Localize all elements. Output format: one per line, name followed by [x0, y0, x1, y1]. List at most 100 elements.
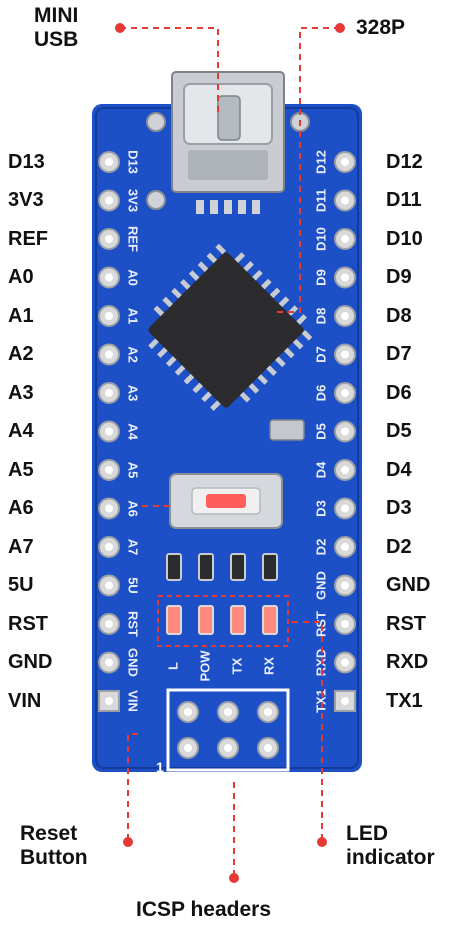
chip-pin: [239, 391, 251, 403]
silk-left-label: VIN: [126, 690, 141, 712]
chip-pin: [287, 305, 299, 316]
pad-hole: [105, 427, 113, 436]
right-pin-label: D4: [386, 459, 412, 481]
silk-left-label: A1: [126, 308, 141, 325]
chip-pin: [206, 252, 218, 264]
silk-left-label: RST: [126, 611, 141, 637]
resistor: [198, 553, 214, 581]
left-pin-label: RST: [8, 613, 48, 635]
chip-pin: [171, 287, 182, 299]
silk-left-label: REF: [126, 226, 141, 252]
silk-left-label: 3V3: [126, 189, 141, 212]
right-pin-label: D6: [386, 382, 412, 404]
chip-pin: [174, 365, 186, 376]
pad-hole: [105, 658, 113, 667]
callout-mini-usb-line1: MINI: [34, 4, 79, 27]
callout-dot-icsp: [229, 873, 239, 883]
left-pin-label: 3V3: [8, 189, 44, 211]
chip-pin: [201, 391, 212, 403]
chip-pin: [157, 347, 168, 358]
chip-pin: [183, 373, 195, 385]
right-pin-label: TX1: [386, 690, 423, 712]
silk-right-label: GND: [313, 571, 328, 600]
pad-hole: [341, 158, 349, 166]
silk-right-label: D10: [313, 227, 328, 251]
pad-hole: [105, 504, 113, 513]
chip-pin: [180, 279, 191, 290]
pcb-body: [92, 104, 362, 772]
pad-hole: [341, 235, 349, 243]
left-pin-label: A2: [8, 343, 34, 365]
left-pin-label: GND: [8, 651, 53, 673]
callout-dot-usb: [115, 23, 125, 33]
silk-right-label: D2: [313, 539, 328, 556]
icsp-header: [166, 688, 290, 772]
led-label: RX: [261, 657, 276, 675]
atmega328p-chip: [148, 243, 313, 411]
silk-left-label: 5U: [126, 577, 141, 594]
pad-hole: [105, 196, 113, 205]
pad-hole: [341, 427, 349, 436]
pad-hole: [341, 658, 349, 667]
led-label: L: [165, 662, 180, 670]
chip-pin: [261, 278, 272, 290]
callout-dots: [115, 23, 345, 883]
chip-pin: [283, 347, 295, 359]
mount-hole: [146, 112, 166, 132]
resistor: [230, 553, 246, 581]
pad-hole: [341, 389, 349, 397]
pad-hole: [224, 744, 232, 752]
callout-led-line2: indicator: [346, 846, 435, 869]
left-pin-label: VIN: [8, 690, 42, 712]
callout-dot-led: [317, 837, 327, 847]
left-pin-label: A4: [8, 420, 34, 442]
pad-hole: [341, 273, 349, 282]
left-pin-label: 5U: [8, 574, 34, 596]
chip-pin: [153, 305, 165, 317]
left-pin-label: A3: [8, 382, 34, 404]
silk-left-label: D13: [126, 150, 141, 174]
right-pin-label: D12: [386, 151, 423, 173]
mini-usb-connector: [171, 71, 285, 214]
silk-left-label: GND: [126, 648, 141, 677]
callout-icsp-text: ICSP headers: [136, 898, 272, 921]
pad-hole: [341, 466, 349, 474]
silk-right-label: D8: [313, 308, 328, 325]
silk-left-label: A2: [126, 346, 141, 363]
silk-right-label: D12: [313, 150, 328, 174]
reset-button: [169, 473, 283, 529]
callout-line-usb: [120, 27, 219, 112]
pad-hole: [264, 708, 272, 716]
right-pin-label: RXD: [386, 651, 429, 673]
callout-led-indicator: LED indicator: [346, 822, 435, 870]
led: [166, 605, 182, 635]
left-pin-label: A5: [8, 459, 34, 481]
led: [230, 605, 246, 635]
chip-pin: [278, 296, 290, 308]
right-pin-label: D11: [386, 189, 422, 211]
callout-mini-usb-line2: USB: [34, 28, 79, 51]
chip-pin: [243, 261, 254, 272]
silk-right-label: D6: [313, 385, 328, 402]
silk-right-label: D4: [313, 461, 328, 478]
callout-mini-usb: MINI USB: [34, 4, 78, 52]
silk-left-label: A4: [126, 423, 141, 440]
chip-pin: [197, 261, 209, 273]
mount-hole: [146, 190, 166, 210]
callout-icsp-headers: ICSP headers: [136, 898, 271, 922]
led-label: TX: [229, 657, 244, 674]
chip-pin: [292, 338, 304, 350]
silk-left-label: A6: [126, 500, 141, 517]
pad-hole: [341, 581, 349, 590]
pad-hole: [341, 620, 349, 628]
right-pin-label: D5: [386, 420, 412, 442]
right-pin-label: D9: [386, 266, 412, 288]
pad-hole: [105, 350, 113, 359]
right-pin-label: D2: [386, 536, 412, 558]
silk-right-label: RXD: [313, 649, 328, 676]
pad-hole: [184, 744, 192, 752]
callout-reset-button: Reset Button: [20, 822, 88, 870]
resistor-row: [166, 553, 278, 581]
right-pin-label: D8: [386, 305, 412, 327]
